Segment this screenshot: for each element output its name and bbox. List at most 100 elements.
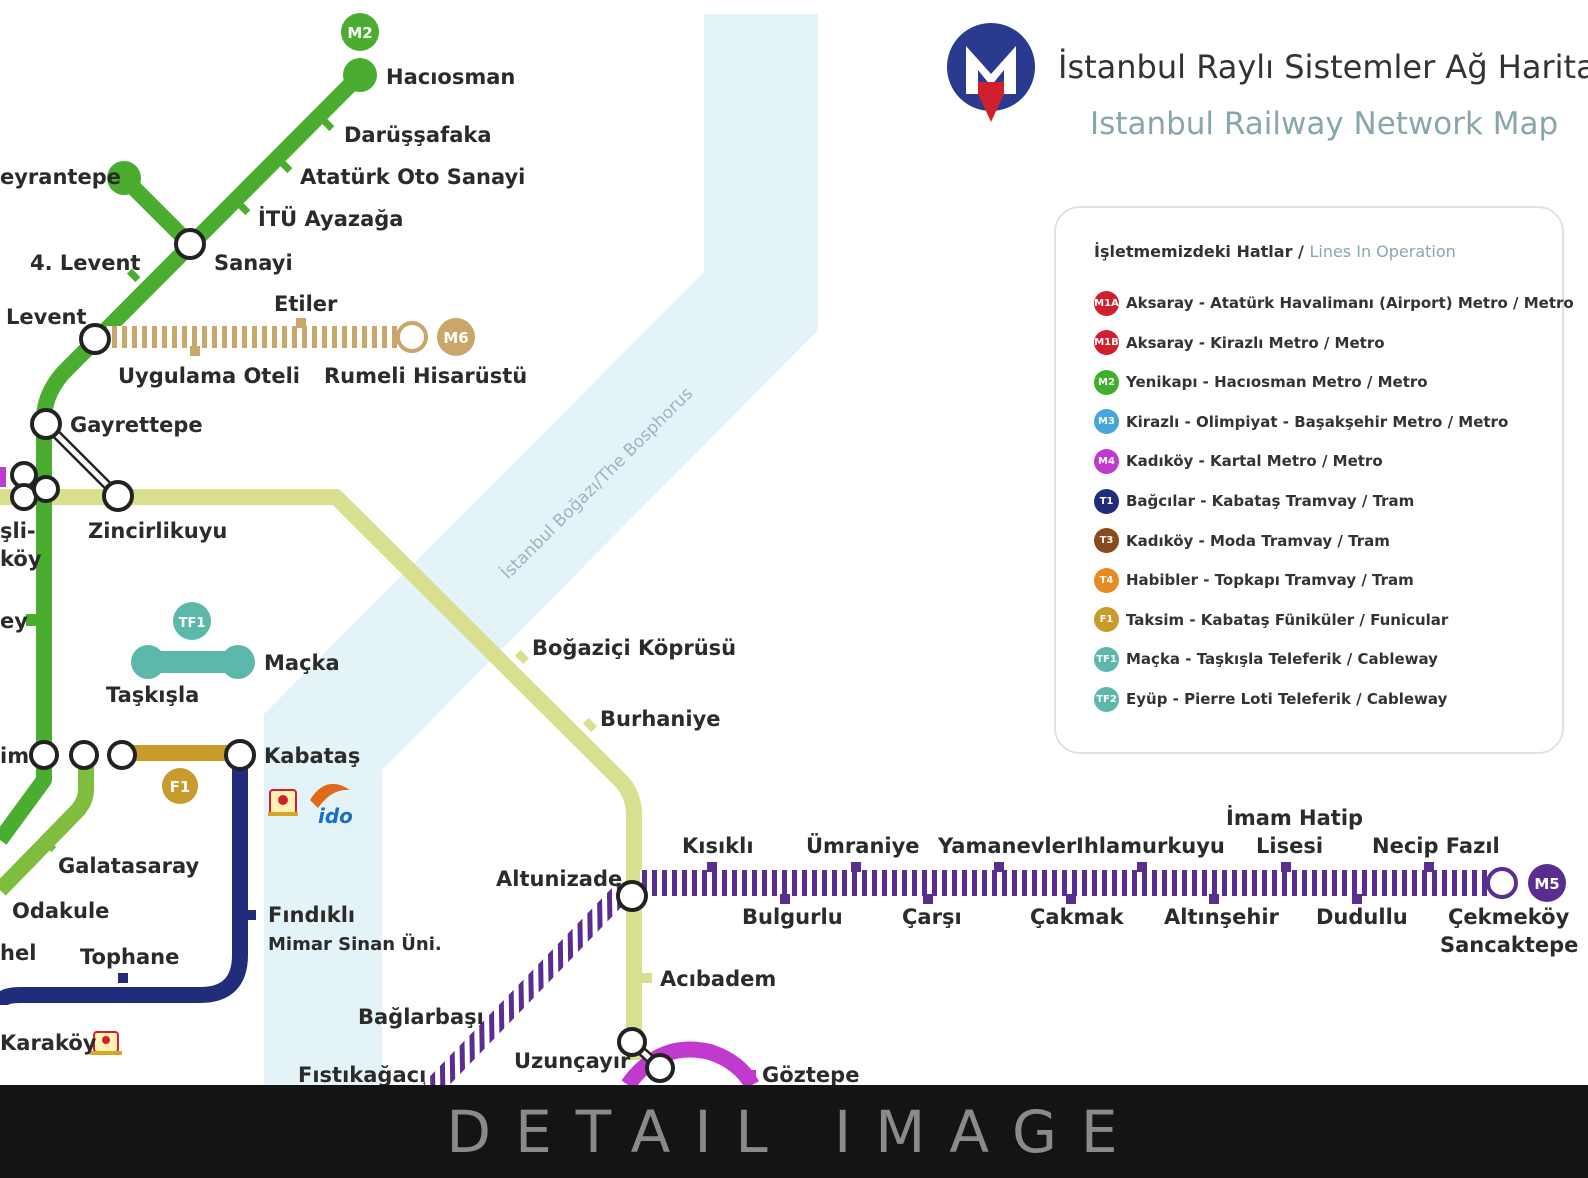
bulgurlu-tick (780, 894, 790, 904)
station-uzuncayir: Uzunçayır (514, 1049, 631, 1073)
legend-item-label: Taksim - Kabataş Füniküler / Funicular (1126, 610, 1449, 629)
station-burhaniye: Burhaniye (600, 707, 721, 731)
uzuncayir-interchange-a[interactable] (617, 1027, 647, 1057)
station-findikli: Fındıklı (268, 903, 355, 927)
taskisla-end[interactable] (131, 645, 165, 679)
legend-item-label: Kadıköy - Kartal Metro / Metro (1126, 452, 1383, 471)
m7-stub (0, 467, 6, 487)
station-imam-hatip-line2: Lisesi (1256, 834, 1323, 858)
legend-item: M1A Aksaray - Atatürk Havalimanı (Airport… (1094, 290, 1574, 316)
station-macka: Maçka (264, 651, 340, 675)
station-necip-fazil: Necip Fazıl (1372, 834, 1500, 858)
legend-item-label: Eyüp - Pierre Loti Teleferik / Cableway (1126, 690, 1448, 708)
t1-line (0, 753, 248, 1007)
legend-item-badge: M4 (1094, 448, 1119, 474)
m5-badge-label: M5 (1534, 875, 1559, 893)
m6-badge-label: M6 (443, 329, 468, 347)
station-sishane: hel (0, 941, 36, 965)
station-fistikagaci: Fıstıkağacı (298, 1063, 426, 1087)
haciosman-terminus[interactable] (343, 58, 377, 92)
metro-logo (947, 23, 1035, 122)
rumeli-hisarustu-terminus[interactable] (396, 321, 428, 353)
legend-item-badge: T4 (1094, 567, 1119, 593)
m2-badge (341, 13, 379, 51)
station-mecidiyekoy-line2: köy (0, 547, 42, 571)
legend-heading: İşletmemizdeki Hatlar / Lines In Operati… (1094, 242, 1456, 261)
station-umraniye: Ümraniye (806, 833, 920, 858)
f1-badge-label: F1 (170, 778, 191, 796)
station-goztepe: Göztepe (762, 1063, 859, 1087)
goztepe-tick (746, 1070, 756, 1080)
ataturk-oto-tick (278, 159, 293, 174)
station-gayrettepe: Gayrettepe (70, 413, 203, 437)
station-altunizade: Altunizade (496, 867, 622, 891)
cekmekoy-terminus[interactable] (1486, 867, 1518, 899)
map-title-en: Istanbul Railway Network Map (1090, 106, 1559, 142)
levent-interchange[interactable] (79, 323, 111, 355)
station-tophane: Tophane (80, 945, 179, 969)
itu-tick (236, 201, 251, 216)
uzuncayir-interchange-b[interactable] (645, 1053, 675, 1083)
taksim-interchange-a[interactable] (29, 740, 59, 770)
station-kisikli: Kısıklı (682, 834, 754, 858)
title-block: İstanbul Raylı Sistemler Ağ Haritası Ist… (946, 22, 1588, 152)
m5-line (640, 870, 1492, 896)
station-odakule: Odakule (12, 899, 109, 923)
legend-item-badge: M2 (1094, 369, 1119, 395)
footer-bar: DETAIL IMAGE (0, 1085, 1588, 1178)
ihlamurkuyu-tick (1137, 862, 1147, 872)
station-cekmekoy-line1: Çekmeköy (1448, 905, 1570, 929)
burhaniye-tick (582, 717, 598, 733)
karakoy-logo (90, 1031, 122, 1055)
zincirlikuyu-interchange[interactable] (102, 480, 134, 512)
legend-item-label: Kadıköy - Moda Tramvay / Tram (1126, 531, 1390, 550)
station-rumeli-hisarustu: Rumeli Hisarüstü (324, 364, 527, 388)
station-kabatas: Kabataş (264, 744, 360, 768)
legend-item-label: Aksaray - Atatürk Havalimanı (Airport) M… (1126, 294, 1574, 312)
gayrettepe-interchange[interactable] (30, 408, 62, 440)
kabatas-interchange[interactable] (224, 739, 256, 771)
altinsehir-tick (1209, 894, 1219, 904)
station-galatasaray: Galatasaray (58, 854, 200, 878)
kisikli-tick (707, 862, 717, 872)
station-haciosman: Hacıosman (386, 65, 515, 89)
altunizade-interchange[interactable] (616, 880, 648, 912)
dudullu-tick (1352, 894, 1362, 904)
tram-logo (268, 789, 298, 816)
bridge-line (0, 489, 642, 1060)
seyrantepe-terminus[interactable] (107, 161, 141, 195)
sanayi-interchange[interactable] (174, 228, 206, 260)
galatasaray-tick (42, 838, 57, 853)
umraniye-tick (851, 862, 861, 872)
station-darussafaka: Darüşşafaka (344, 123, 492, 147)
station-itu-ayazaga: İTÜ Ayazağa (258, 206, 403, 231)
imam-hatip-tick (1281, 862, 1291, 872)
legend-item-label: Bağcılar - Kabataş Tramvay / Tram (1126, 492, 1415, 510)
tf1-badge-label: TF1 (179, 616, 206, 631)
interchanges (10, 228, 675, 1083)
necip-fazil-tick (1424, 862, 1434, 872)
legend-item-badge: TF2 (1094, 686, 1119, 712)
bosphorus-sea (264, 14, 818, 1085)
taksim-interchange-b[interactable] (69, 740, 99, 770)
cakmak-tick (1066, 894, 1076, 904)
macka-end[interactable] (221, 645, 255, 679)
mecidiyekoy-interchange-c[interactable] (32, 475, 60, 503)
f1-badge (162, 768, 198, 804)
m2-line (0, 69, 366, 845)
ido-logo-text: ido (318, 804, 353, 828)
legend-item-badge: M1A (1094, 290, 1119, 316)
station-ataturk-oto-sanayi: Atatürk Oto Sanayi (300, 165, 525, 189)
station-acibadem: Acıbadem (660, 967, 776, 991)
ido-logo: ido (310, 783, 353, 828)
taksim-interchange-c[interactable] (107, 740, 137, 770)
legend-heading-tr: İşletmemizdeki Hatlar / (1094, 242, 1304, 261)
m6-line (106, 326, 410, 348)
